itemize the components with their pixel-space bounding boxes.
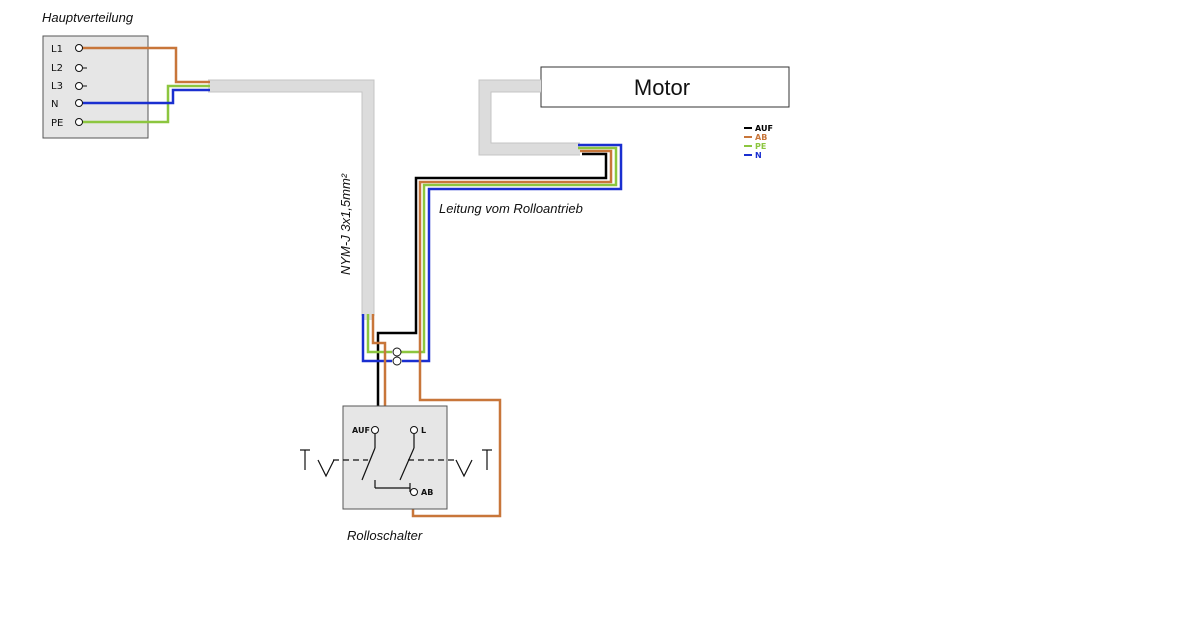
terminal-label-l1: L1	[51, 44, 63, 55]
terminal-n	[75, 99, 83, 107]
legend-label-auf: AUF	[755, 124, 773, 133]
terminal-l1	[75, 44, 83, 52]
motor-box	[540, 66, 790, 108]
switch-terminal-ab	[410, 488, 418, 496]
terminal-l3	[75, 82, 83, 90]
wire-n-blue	[79, 88, 210, 105]
legend-label-n: N	[755, 151, 762, 160]
motor-cable-sheath	[479, 80, 580, 155]
motor-label: Motor	[634, 75, 690, 100]
motor-wire-blue	[402, 143, 623, 363]
feed-wire-blue	[361, 314, 392, 363]
motor-cable-outline	[478, 79, 580, 156]
motor-wire-brown	[411, 149, 613, 518]
terminal-pe	[75, 118, 83, 126]
switch-terminal-auf	[371, 426, 379, 434]
legend-label-pe: PE	[755, 142, 766, 151]
switch-box	[342, 405, 448, 510]
switch-terminal-l-label: L	[421, 426, 426, 435]
terminal-label-pe: PE	[51, 118, 63, 129]
switch-symbol	[300, 434, 492, 492]
switch-terminal-auf-label: AUF	[352, 426, 370, 435]
switch-terminal-ab-label: AB	[421, 488, 433, 497]
terminal-l2	[75, 64, 83, 72]
terminal-label-n: N	[51, 99, 58, 110]
distribution-title: Hauptverteilung	[42, 10, 134, 25]
motor-cable-label: Leitung vom Rolloantrieb	[439, 201, 583, 216]
junction-terminal-n	[392, 356, 402, 366]
feed-cable-label: NYM-J 3x1,5mm²	[338, 173, 353, 275]
terminal-label-l3: L3	[51, 81, 63, 92]
legend-label-ab: AB	[755, 133, 767, 142]
terminal-label-l2: L2	[51, 63, 63, 74]
switch-label: Rolloschalter	[347, 528, 423, 543]
switch-terminal-l	[410, 426, 418, 434]
feed-cable-sheath	[208, 80, 374, 320]
wire-legend: AUF AB PE N	[744, 124, 773, 160]
junction-terminal-pe	[392, 347, 402, 357]
wire-l1-brown	[79, 46, 210, 84]
feed-cable-outline	[208, 79, 375, 316]
motor-wire-black	[376, 152, 608, 427]
